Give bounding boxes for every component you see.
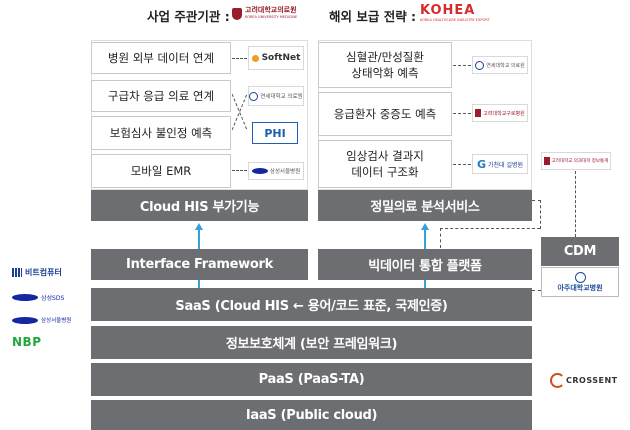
samsung-oval-icon bbox=[251, 168, 268, 174]
samsung-oval-icon-hosp bbox=[12, 316, 38, 324]
paas-bar: PaaS (PaaS-TA) bbox=[91, 363, 532, 396]
right-item-cardio: 심혈관/만성질환 상태악화 예측 bbox=[318, 42, 452, 88]
phi-logo: PHI bbox=[252, 122, 298, 144]
crossent-c-icon bbox=[550, 372, 565, 388]
saas-bar: SaaS (Cloud HIS ← 용어/코드 표준, 국제인증) bbox=[91, 288, 532, 321]
softnet-logo: SoftNet bbox=[248, 46, 304, 70]
gachon-logo: G 가천대 길병원 bbox=[472, 154, 528, 174]
arrow-up-icon bbox=[195, 223, 203, 230]
samsung-hospital-logo-side: 삼성서울병원 bbox=[12, 314, 82, 326]
security-framework-bar: 정보보호체계 (보안 프레임워크) bbox=[91, 326, 532, 359]
left-item-ambulance: 구급차 응급 의료 연계 bbox=[91, 80, 231, 112]
right-item-clinical: 임상검사 결과지 데이터 구조화 bbox=[318, 140, 452, 188]
korea-guro-logo: 고려대학교구로병원 bbox=[472, 104, 528, 122]
crossent-logo: CROSSENT bbox=[550, 372, 620, 388]
kohea-logo: KOHEA KOREA HEALTHCARE INDUSTRY EXPORT bbox=[420, 4, 490, 24]
shield-icon bbox=[232, 8, 242, 20]
yonsei-logo-right: 연세대학교 의료원 bbox=[472, 56, 528, 74]
precision-medicine-bar: 정밀의료 분석서비스 bbox=[318, 190, 532, 221]
cloud-his-addon-bar: Cloud HIS 부가기능 bbox=[91, 190, 308, 221]
ajou-emblem-icon bbox=[574, 271, 586, 283]
left-item-mobile-emr: 모바일 EMR bbox=[91, 154, 231, 188]
left-item-external-data: 병원 외부 데이터 연계 bbox=[91, 42, 231, 74]
korea-med-college-logo: 고려대학교 의과대학 정보통계 bbox=[541, 152, 611, 170]
samsung-oval-icon-sds bbox=[12, 293, 38, 301]
cross-connector bbox=[232, 93, 248, 131]
ajou-hospital-logo: 아주대학교병원 bbox=[541, 267, 619, 297]
korea-shield-icon bbox=[475, 109, 482, 117]
korea-med-shield-icon bbox=[543, 157, 550, 165]
header-overseas-label: 해외 보급 전략 : bbox=[329, 9, 417, 24]
softnet-dot-icon bbox=[251, 54, 259, 62]
header-sponsor-label: 사업 주관기관 : bbox=[147, 9, 230, 24]
kohea-logo-text: KOHEA bbox=[420, 3, 476, 18]
samsung-hospital-logo-left: 삼성서울병원 bbox=[248, 162, 304, 180]
bigdata-platform-bar: 빅데이터 통합 플랫폼 bbox=[318, 249, 532, 280]
interface-framework-bar: Interface Framework bbox=[91, 249, 308, 280]
yonsei-emblem-icon-right bbox=[475, 60, 485, 70]
gachon-g-icon: G bbox=[476, 157, 486, 171]
bitcomputer-logo: 비트컴퓨터 bbox=[12, 265, 82, 279]
yonsei-emblem-icon bbox=[249, 91, 259, 101]
kohea-logo-sub: KOREA HEALTHCARE INDUSTRY EXPORT bbox=[420, 18, 490, 22]
bit-bars-icon bbox=[12, 267, 22, 277]
yonsei-logo-left: 연세대학교 의료원 bbox=[248, 86, 304, 106]
nbp-logo: NBP bbox=[12, 335, 42, 349]
left-item-insurance: 보험심사 불인정 예측 bbox=[91, 116, 231, 150]
sponsor-logo: 고려대학교의료원 KOREA UNIVERSITY MEDICINE bbox=[232, 6, 300, 22]
sponsor-logo-text: 고려대학교의료원 bbox=[245, 6, 297, 14]
cdm-box: CDM bbox=[541, 237, 619, 266]
arrow-up-icon-right bbox=[421, 223, 429, 230]
right-item-emergency: 응급환자 중증도 예측 bbox=[318, 92, 452, 136]
samsung-sds-logo: 삼성SDS bbox=[12, 291, 82, 303]
iaas-bar: IaaS (Public cloud) bbox=[91, 400, 532, 430]
sponsor-logo-sub: KOREA UNIVERSITY MEDICINE bbox=[245, 15, 298, 19]
